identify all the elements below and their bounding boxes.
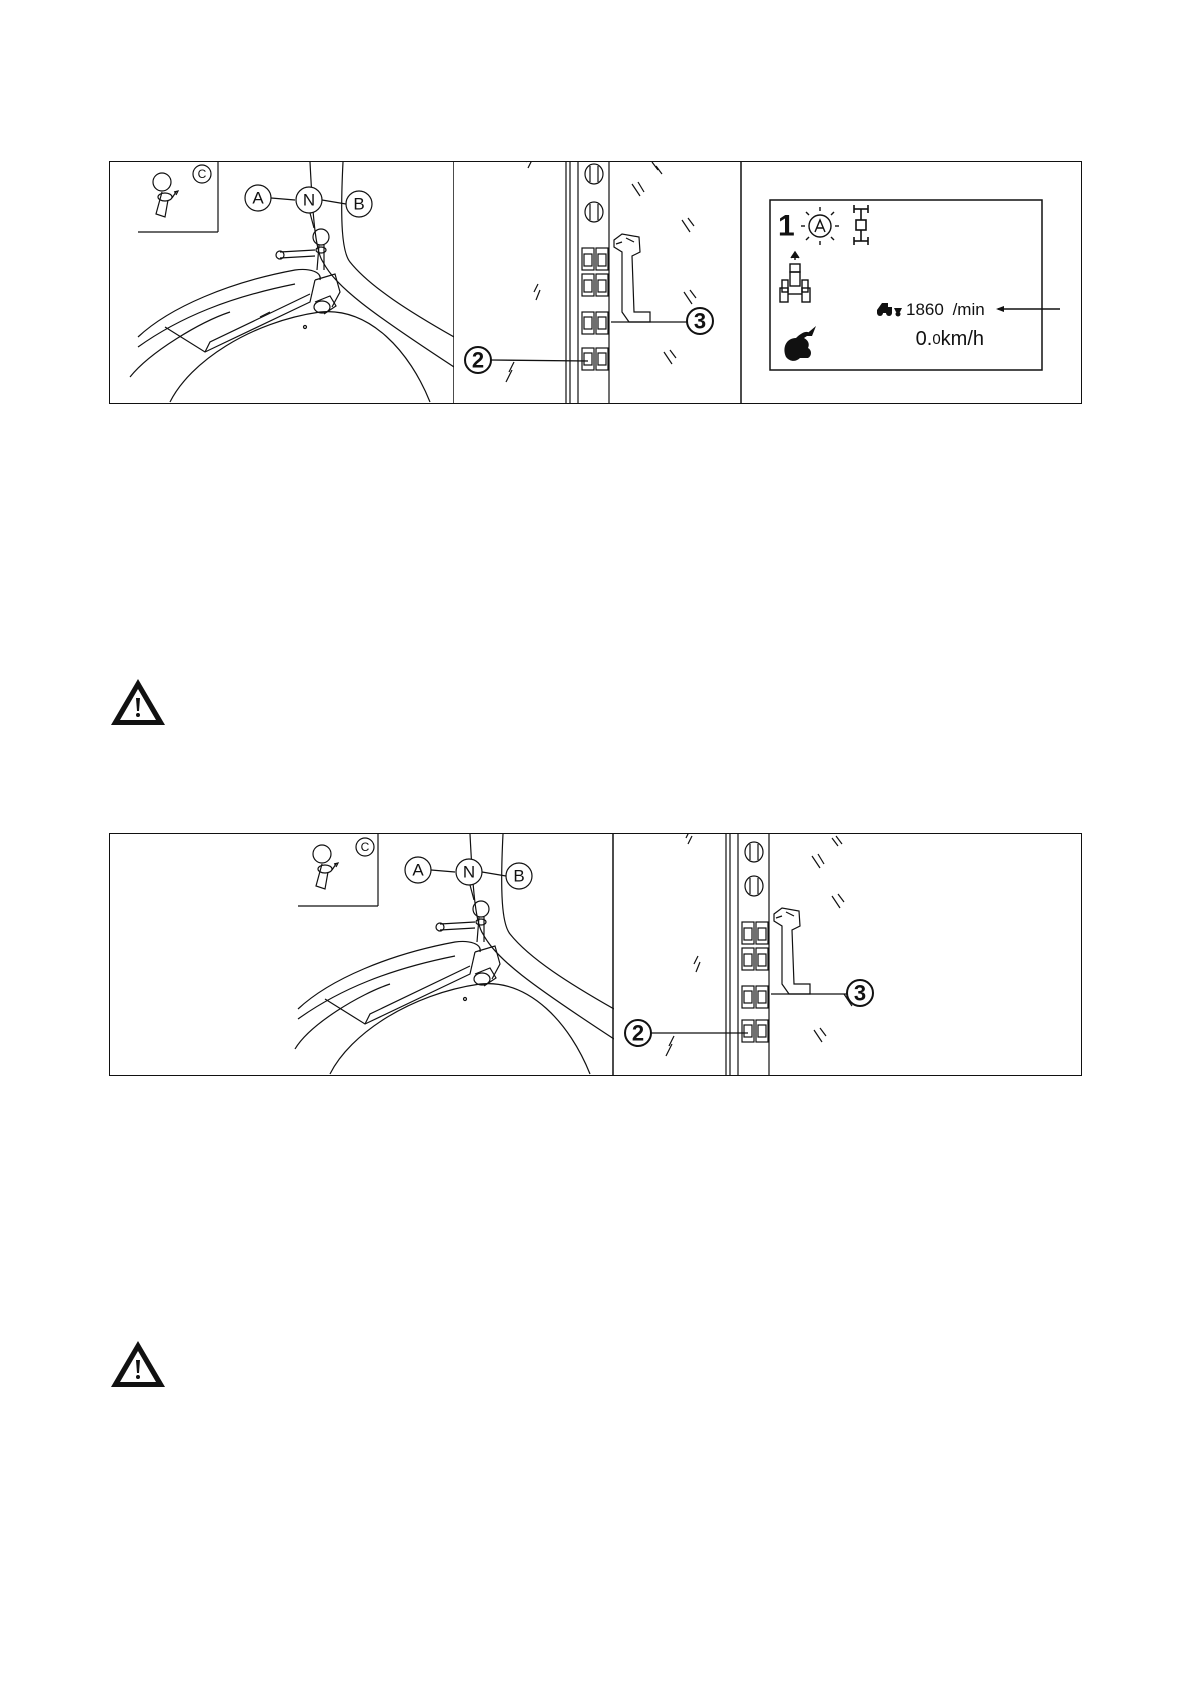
figure-1-switch-panel: 3 2 xyxy=(454,162,742,403)
rpm-unit: /min xyxy=(953,300,985,319)
speed-unit: km/h xyxy=(941,328,984,350)
axle-icon xyxy=(854,205,868,245)
rabbit-icon xyxy=(784,326,816,361)
position-b-label: B xyxy=(353,195,364,214)
svg-text:0.0km/h: 0.0km/h xyxy=(916,328,984,350)
callout-2-label: 2 xyxy=(632,1021,644,1046)
warning-icon xyxy=(109,1339,167,1389)
inset-c-label: C xyxy=(361,840,370,854)
speed-decimal: 0 xyxy=(932,331,940,348)
svg-text:1860 /min: 1860 /min xyxy=(906,300,985,319)
position-b-label: B xyxy=(513,867,524,886)
position-n-label: N xyxy=(463,863,475,882)
gear-number: 1 xyxy=(778,210,795,243)
figure-1: C A N B xyxy=(109,161,1082,404)
auto-mode-icon xyxy=(801,207,839,245)
warning-icon xyxy=(109,677,167,727)
tractor-forward-icon xyxy=(780,252,810,302)
callout-3-label: 3 xyxy=(694,309,706,334)
position-a-label: A xyxy=(252,189,264,208)
callout-3-label: 3 xyxy=(854,981,866,1006)
figure-1-lever-illustration: C A N B xyxy=(110,162,454,403)
tractor-pto-icon xyxy=(877,303,902,317)
figure-1-display: 1 xyxy=(742,162,1081,403)
speed-integer: 0. xyxy=(916,328,933,350)
position-a-label: A xyxy=(412,861,424,880)
position-n-label: N xyxy=(303,191,315,210)
rpm-value: 1860 xyxy=(906,300,944,319)
figure-2: C A N B xyxy=(109,833,1082,1076)
figure-2-switch-panel: 3 2 xyxy=(614,834,1081,1075)
inset-c-label: C xyxy=(198,167,207,181)
figure-2-lever-illustration: C A N B xyxy=(110,834,614,1075)
callout-2-label: 2 xyxy=(472,348,484,373)
